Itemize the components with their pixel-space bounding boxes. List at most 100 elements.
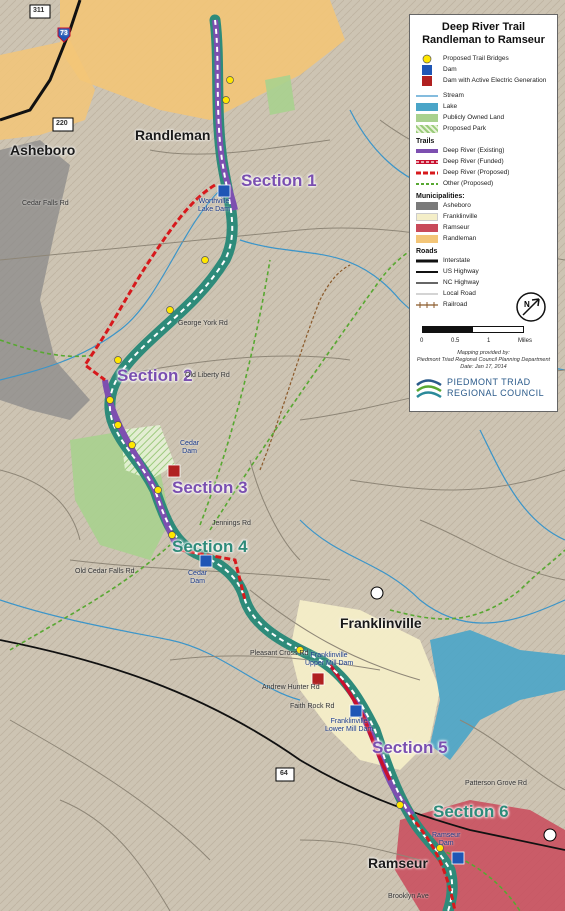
legend-label-dam-active: Dam with Active Electric Generation	[443, 77, 547, 84]
legend-label-existing: Deep River (Existing)	[443, 147, 505, 154]
north-arrow-icon: N	[516, 292, 546, 322]
franklinville-swatch-icon	[416, 212, 438, 221]
svg-text:N: N	[524, 300, 530, 309]
asheboro-area	[0, 140, 90, 420]
town-label-franklinville: Franklinville	[340, 615, 422, 631]
legend-row-stream: Stream	[416, 90, 551, 101]
trail-funded	[328, 663, 392, 781]
legend-title-line-2: Randleman to Ramseur	[422, 34, 545, 46]
legend-row-proposed-park: Proposed Park	[416, 123, 551, 134]
road-label-pleasant-cross: Pleasant Cross Rd	[250, 650, 309, 657]
trail-proposed-south	[179, 548, 247, 601]
trail-proposed-main	[108, 19, 454, 911]
road-label-patterson-grove: Patterson Grove Rd	[465, 780, 527, 787]
legend-label-stream: Stream	[443, 92, 464, 99]
credits: Mapping provided by: Piedmont Triad Regi…	[416, 350, 551, 371]
ptrc-logo: PIEDMONT TRIAD REGIONAL COUNCIL	[416, 377, 551, 399]
legend-row-funded: Deep River (Funded)	[416, 156, 551, 167]
legend-label-us-highway: US Highway	[443, 268, 479, 275]
randleman-swatch-icon	[416, 234, 438, 243]
legend-label-proposed-park: Proposed Park	[443, 125, 486, 132]
road-label-old-liberty: Old Liberty Rd	[185, 372, 230, 379]
legend-row-dam: Dam	[416, 64, 551, 75]
town-label-ramseur: Ramseur	[368, 855, 428, 871]
dam-icon	[416, 64, 438, 75]
railroad-line	[259, 264, 351, 471]
credit-line-1: Mapping provided by:	[457, 350, 510, 356]
us-220-shield: 220	[56, 120, 68, 127]
legend-row-bridges: Proposed Trail Bridges	[416, 53, 551, 64]
railroad-line-icon	[416, 301, 438, 309]
north-arrow-container: N	[416, 292, 551, 338]
trail-proposed-west	[82, 183, 216, 382]
scale-label-half: 0.5	[450, 338, 460, 344]
dam-label-ramseur: Ramseur Dam	[432, 832, 461, 847]
road-label-cedar-falls: Cedar Falls Rd	[22, 200, 69, 207]
legend-label-proposed: Deep River (Proposed)	[443, 169, 510, 176]
map-legend: Deep River Trail Randleman to Ramseur Pr…	[409, 14, 558, 412]
stream-line-icon	[416, 92, 438, 100]
interstate-73-line	[0, 0, 82, 122]
road-label-old-cedar-falls: Old Cedar Falls Rd	[75, 568, 135, 575]
us-311-shield: 311	[33, 7, 45, 14]
town-label-randleman: Randleman	[135, 127, 211, 143]
legend-label-franklinville: Franklinville	[443, 213, 478, 220]
dam-markers	[167, 184, 465, 865]
proposed-trail-icon	[416, 169, 438, 177]
asheboro-swatch-icon	[416, 201, 438, 210]
dam-label-cedar-falls: Cedar Dam	[188, 570, 208, 585]
legend-row-nc-highway: NC Highway	[416, 277, 551, 288]
legend-header-trails: Trails	[416, 138, 435, 145]
credit-line-3: Date: Jan 17, 2014	[460, 364, 507, 370]
legend-label-interstate: Interstate	[443, 257, 471, 264]
legend-label-railroad: Railroad	[443, 301, 468, 308]
section-label-5: Section 5	[372, 738, 448, 757]
town-label-asheboro: Asheboro	[10, 142, 76, 158]
dam-label-worthville: Worthville Lake Dam	[198, 198, 230, 213]
section-label-4: Section 4	[172, 537, 248, 556]
legend-label-funded: Deep River (Funded)	[443, 158, 504, 165]
bridge-dot-icon	[416, 54, 438, 63]
lake-swatch-icon	[416, 102, 438, 111]
road-label-george-york: George York Rd	[178, 320, 228, 327]
legend-label-lake: Lake	[443, 103, 458, 110]
legend-row-existing: Deep River (Existing)	[416, 145, 551, 156]
dam-label-franklinville-lower: Franklinville Lower Mill Dam	[325, 718, 374, 733]
interstate-line-icon	[416, 257, 438, 265]
legend-label-local-road: Local Road	[443, 290, 476, 297]
us-64-shield: 64	[280, 770, 288, 777]
legend-row-proposed: Deep River (Proposed)	[416, 167, 551, 178]
legend-row-railroad: Railroad	[416, 299, 551, 310]
ptrc-name-line-1: PIEDMONT TRIAD	[447, 377, 531, 387]
legend-row-asheboro: Asheboro	[416, 200, 551, 211]
active-dam-icon	[416, 75, 438, 86]
dam-label-franklinville-upper: Franklinville Upper Mill Dam	[305, 652, 354, 667]
i-73-shield: 73	[60, 30, 68, 37]
ptrc-wave-icon	[416, 379, 442, 399]
ramseur-area	[395, 800, 565, 911]
legend-row-lake: Lake	[416, 101, 551, 112]
streams	[0, 109, 565, 701]
section-label-3: Section 3	[172, 478, 248, 497]
legend-label-asheboro: Asheboro	[443, 202, 471, 209]
road-label-faith-rock: Faith Rock Rd	[290, 703, 335, 710]
scale-label-unit: Miles	[517, 338, 532, 344]
funded-trail-icon	[416, 158, 438, 166]
scale-bar	[422, 326, 524, 333]
highway-shields	[29, 4, 557, 842]
trail-proposed-ramseur	[408, 814, 457, 911]
dam-label-coleridge: Cedar Dam	[180, 440, 200, 455]
legend-row-randleman: Randleman	[416, 233, 551, 244]
public-land-swatch-icon	[416, 113, 438, 122]
legend-row-us-highway: US Highway	[416, 266, 551, 277]
scale-label-1: 1	[486, 338, 491, 344]
road-label-brooklyn: Brooklyn Ave	[388, 893, 429, 900]
public-land-2	[265, 75, 295, 115]
legend-label-randleman: Randleman	[443, 235, 477, 242]
legend-label-public-land: Publicly Owned Land	[443, 114, 505, 121]
legend-label-dam: Dam	[443, 66, 457, 73]
section-label-2: Section 2	[117, 366, 193, 385]
ramseur-swatch-icon	[416, 223, 438, 232]
randleman-area	[60, 0, 345, 120]
